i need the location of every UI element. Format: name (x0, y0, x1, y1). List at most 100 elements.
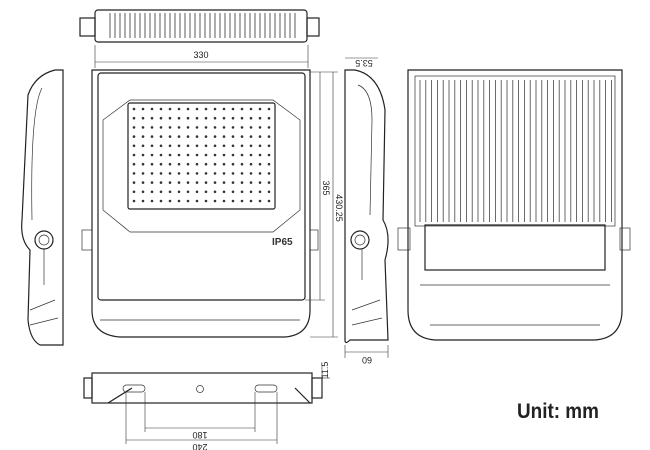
led-dot (222, 172, 226, 175)
led-dot (195, 172, 199, 175)
led-dot (159, 181, 163, 184)
led-dot (258, 181, 262, 184)
led-dot (168, 172, 172, 175)
led-dot (132, 153, 136, 157)
led-dot (204, 172, 208, 175)
led-dot (231, 199, 235, 203)
led-dot (258, 107, 262, 111)
led-dot (213, 181, 217, 184)
led-dot (213, 126, 217, 129)
led-dot (258, 116, 262, 120)
led-dot (186, 144, 190, 148)
led-dot (150, 181, 154, 184)
led-dot (231, 107, 235, 111)
led-dot (150, 162, 154, 166)
led-dot (249, 144, 253, 148)
led-dot (150, 172, 154, 175)
led-dot (168, 107, 172, 111)
led-dot (141, 190, 145, 194)
led-dot (150, 199, 154, 203)
led-dot (150, 144, 154, 148)
led-dot (231, 181, 235, 184)
led-dot (141, 135, 145, 138)
led-dot (258, 162, 262, 166)
led-dot (132, 107, 136, 111)
led-dot (213, 162, 217, 166)
led-dot (222, 126, 226, 129)
left-side-view (21, 69, 64, 346)
led-dot (231, 144, 235, 148)
led-dot (267, 190, 271, 194)
led-dot (231, 172, 235, 175)
led-dot (240, 181, 244, 184)
led-dot (168, 153, 172, 157)
led-dot (267, 172, 271, 175)
led-dot (213, 107, 217, 111)
right-side-view: 60 53.5 (344, 57, 389, 365)
led-dot (258, 144, 262, 148)
led-dot (213, 190, 217, 194)
led-dot (249, 162, 253, 166)
led-dot (267, 162, 271, 166)
led-dot (195, 116, 199, 120)
width-label: 330 (193, 50, 208, 60)
led-dot (240, 135, 244, 138)
led-dot (177, 126, 181, 129)
led-dot (267, 107, 271, 111)
led-dot (195, 199, 199, 203)
led-dot (186, 135, 190, 138)
led-dot (195, 153, 199, 157)
led-dot (186, 162, 190, 166)
led-dot (222, 199, 226, 203)
led-dot (267, 199, 271, 203)
led-dot (141, 153, 145, 157)
led-dot (204, 199, 208, 203)
led-dot (249, 190, 253, 194)
led-dot (141, 172, 145, 175)
led-dot (222, 107, 226, 111)
led-dot (186, 172, 190, 175)
led-dot (249, 181, 253, 184)
led-dot (132, 199, 136, 203)
led-dot (168, 181, 172, 184)
led-dot (132, 172, 136, 175)
led-dot (186, 199, 190, 203)
led-dot (267, 181, 271, 184)
led-dot (141, 116, 145, 120)
led-dot (168, 190, 172, 194)
led-dot (150, 190, 154, 194)
depth-bottom-label: 60 (362, 355, 372, 365)
led-dot (231, 162, 235, 166)
led-dot (186, 126, 190, 129)
led-dot (168, 135, 172, 138)
led-dot (141, 126, 145, 129)
led-dot (204, 153, 208, 157)
led-dot (150, 135, 154, 138)
led-dot (168, 116, 172, 120)
led-dot (177, 172, 181, 175)
led-dot (159, 116, 163, 120)
led-dot (204, 107, 208, 111)
led-dot (231, 190, 235, 194)
led-dot (231, 126, 235, 129)
led-dot (222, 116, 226, 120)
led-dot (258, 199, 262, 203)
led-dot (231, 135, 235, 138)
led-dot (195, 144, 199, 148)
led-dot (204, 144, 208, 148)
led-dot (159, 144, 163, 148)
led-dot (195, 126, 199, 129)
led-dot (231, 153, 235, 157)
led-dot (186, 153, 190, 157)
bottom-view: 180 240 11.5 (83, 362, 330, 450)
led-dot (159, 135, 163, 138)
led-dot (204, 126, 208, 129)
led-dot (177, 116, 181, 120)
led-dot (177, 135, 181, 138)
led-dot (195, 181, 199, 184)
led-dot (222, 162, 226, 166)
led-dot (132, 190, 136, 194)
led-dot (213, 116, 217, 120)
led-dot (240, 107, 244, 111)
led-dot (240, 116, 244, 120)
